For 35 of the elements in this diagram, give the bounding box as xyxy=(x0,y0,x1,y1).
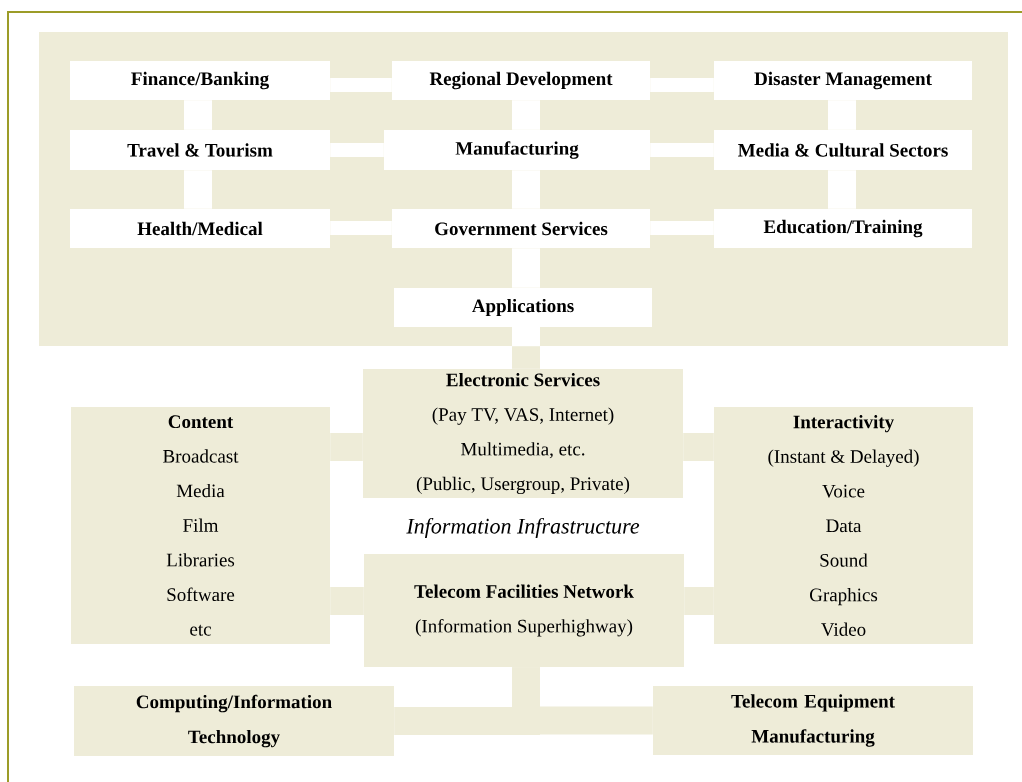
connector-band xyxy=(512,170,540,209)
connector-band xyxy=(683,433,714,461)
category-box: Interactivity (Instant & Delayed) Voice Data Sound Graphics Video xyxy=(714,407,973,644)
category-box: Electronic Services (Pay TV, VAS, Internet) Multimedia, etc. (Public, Usergroup, Private) xyxy=(363,369,683,498)
application-box: Travel & Tourism xyxy=(70,130,330,170)
connector-band xyxy=(650,143,714,157)
connector-band xyxy=(512,667,653,735)
connector-band xyxy=(512,346,540,369)
sector-box: Telecom Equipment Manufacturing xyxy=(653,686,973,755)
connector-band xyxy=(828,100,856,130)
infrastructure-caption: Information Infrastructure xyxy=(406,517,640,539)
application-box: Government Services xyxy=(392,209,650,248)
category-box: Content Broadcast Media Film Libraries Software etc xyxy=(71,407,330,644)
application-box: Disaster Management xyxy=(714,61,972,100)
connector-band xyxy=(512,100,540,130)
connector-band xyxy=(684,587,714,615)
connector-band xyxy=(330,143,384,157)
connector-band xyxy=(330,587,364,615)
connector-band xyxy=(184,100,212,130)
category-box: Telecom Facilities Network (Information Superhighway) xyxy=(364,554,684,667)
connector-band xyxy=(512,248,540,288)
connector-band xyxy=(828,170,856,209)
connector-band xyxy=(330,78,392,92)
connector-band xyxy=(330,433,363,461)
connector-band xyxy=(330,221,392,235)
connector-band xyxy=(650,78,714,92)
application-box: Media & Cultural Sectors xyxy=(714,130,972,170)
connector-band xyxy=(650,221,714,235)
connector-band xyxy=(184,170,212,209)
sector-box: Computing/Information Technology xyxy=(74,686,394,756)
application-box: Health/Medical xyxy=(70,209,330,248)
application-box: Education/Training xyxy=(714,209,972,248)
application-box: Manufacturing xyxy=(384,130,650,170)
application-box: Finance/Banking xyxy=(70,61,330,100)
application-box: Regional Development xyxy=(392,61,650,100)
